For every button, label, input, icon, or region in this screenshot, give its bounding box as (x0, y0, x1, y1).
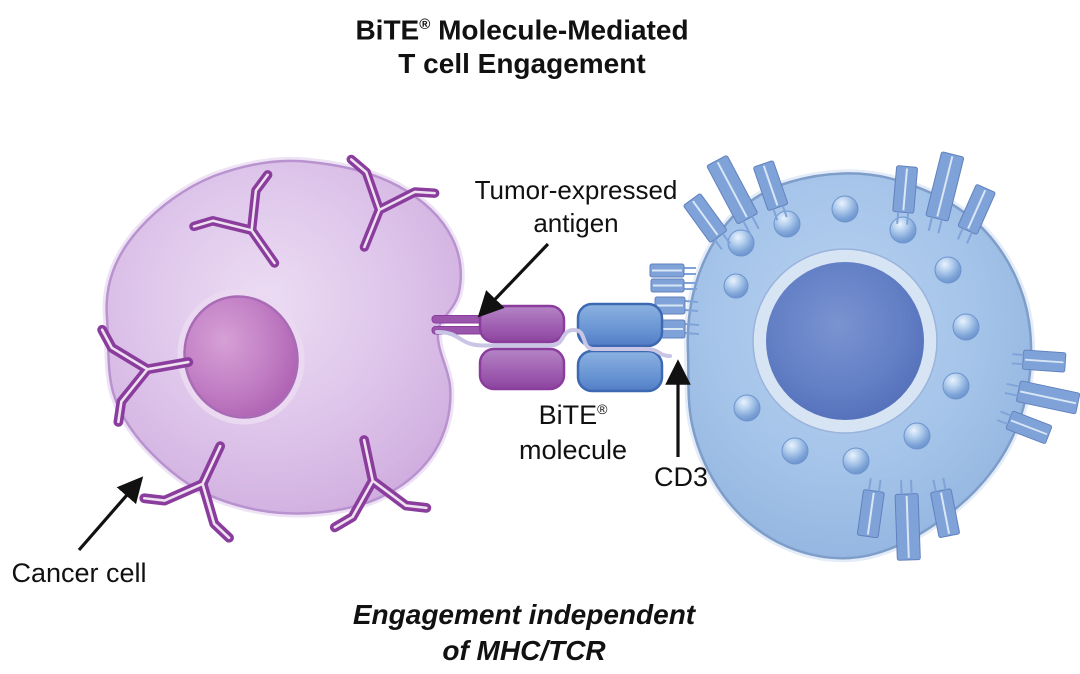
annotation-arrows (77, 242, 691, 552)
title-line-1: BiTE® Molecule-Mediated (355, 14, 689, 46)
registered-mark: ® (597, 401, 608, 417)
bite-molecule-label: BiTE® molecule (518, 400, 628, 465)
caption: Engagement independent of MHC/TCR (352, 599, 696, 666)
cancer-cell-nucleus (183, 295, 299, 419)
bite-anti-cd3-domain-top (576, 302, 664, 348)
cancer-cell-nucleus-halo (177, 289, 305, 425)
tumor-antigen-label: Tumor-expressed antigen (474, 175, 678, 238)
bite-molecule-graphic (431, 302, 672, 393)
t-cell-nucleus (766, 262, 924, 420)
bite-anti-tumor-domain-bottom (478, 347, 566, 391)
cancer-cell-label: Cancer cell (11, 558, 147, 588)
tumor-antigen-arrow (477, 242, 550, 318)
registered-mark: ® (419, 16, 431, 33)
t-cell-granules (723, 195, 980, 475)
bite-anti-cd3-domain-bottom (576, 349, 664, 393)
page-title: BiTE® Molecule-Mediated T cell Engagemen… (355, 8, 688, 81)
bite-anti-tumor-domain-top (478, 304, 566, 344)
t-cell-graphic (649, 150, 1080, 563)
cancer-cell-arrow (77, 476, 144, 552)
cancer-cell-graphic (102, 159, 465, 537)
cd3-label: CD3 (653, 462, 709, 492)
title-line-2: T cell Engagement (398, 48, 646, 80)
bite-linker (435, 327, 672, 358)
